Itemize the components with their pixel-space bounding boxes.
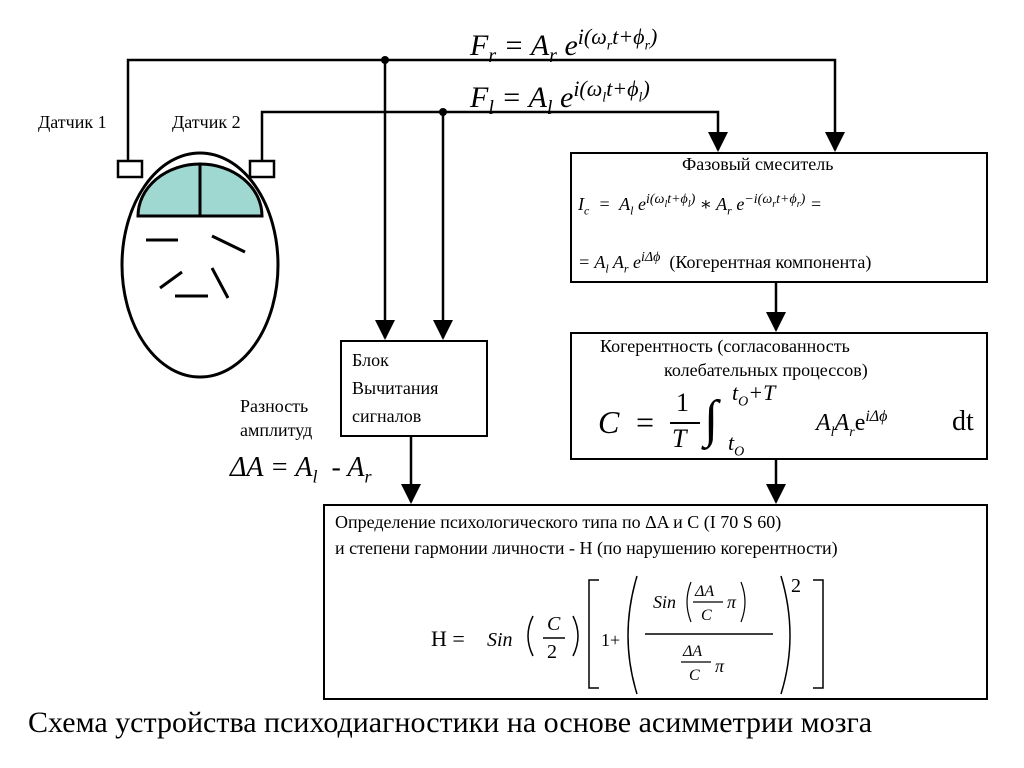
formula-fl: Fl = Al ei(ωlt+ϕl) (470, 76, 650, 119)
fl-exp: i(ω (573, 76, 603, 101)
nose-right (210, 267, 230, 299)
svg-text:π: π (715, 656, 725, 676)
sensor2-label: Датчик 2 (172, 112, 241, 132)
coherent-label: (Когерентная компонента) (669, 252, 872, 272)
svg-text:π: π (727, 592, 737, 612)
amp-diff-formula-text: ΔA = A (230, 452, 313, 483)
svg-text:C: C (701, 607, 712, 624)
subtract-line2: Вычитания (352, 378, 439, 398)
sensor1-pad (116, 159, 144, 179)
subtract-box: Блок Вычитания сигналов (340, 340, 488, 437)
svg-text:C: C (689, 667, 700, 684)
fr-rhs: = A (503, 29, 550, 62)
fl-exp2: t+ϕ (606, 76, 639, 101)
coherence-c: C (598, 404, 620, 440)
mixer-formula-line1: Ic = Al ei(ωlt+ϕl) ∗ Ar e−i(ωrt+ϕr) = (578, 192, 822, 218)
coherence-dt: dt (952, 406, 974, 437)
sensor1-label: Датчик 1 (38, 112, 107, 132)
amp-diff-formula: ΔA = Al - Ar (230, 452, 372, 487)
mixer-formula-line2: = Al Ar eiΔϕ (Когерентная компонента) (578, 250, 872, 276)
svg-text:ΔA: ΔA (694, 583, 714, 600)
fr-lhs: F (470, 29, 489, 62)
fr-sub: r (488, 45, 497, 67)
coherence-box: Когерентность (согласованность колебател… (570, 332, 988, 460)
fr-exp2: t+ϕ (612, 24, 645, 49)
result-line1: Определение психологического типа по ΔA … (335, 512, 782, 532)
svg-text:1+: 1+ (601, 630, 620, 650)
h-sin-inner: Sin (653, 592, 676, 612)
head-figure (116, 151, 280, 379)
wire-fr (126, 58, 845, 162)
amp-diff-line1: Разность (240, 396, 309, 416)
h-lhs: H = (431, 626, 465, 651)
fl-rhs: = A (501, 81, 547, 114)
subtract-line1: Блок (352, 350, 389, 370)
fr-exp: i(ω (577, 24, 607, 49)
subtract-line3: сигналов (352, 406, 422, 426)
harmony-formula: H = Sin C 2 1+ Sin ΔA C π ΔA C π 2 (431, 575, 824, 695)
coherence-line1: Когерентность (согласованность (600, 336, 850, 356)
result-line2: и степени гармонии личности - Н (по нару… (335, 538, 838, 558)
result-box: Определение психологического типа по ΔA … (323, 504, 988, 700)
svg-text:ΔA: ΔA (682, 643, 702, 660)
amp-diff-line2: амплитуд (240, 420, 313, 440)
h-sin-outer: Sin (487, 629, 513, 651)
svg-text:2: 2 (547, 641, 557, 663)
phase-mixer-box: Фазовый смеситель Ic = Al ei(ωlt+ϕl) ∗ A… (570, 152, 988, 283)
svg-text:C: C (547, 613, 561, 635)
caption: Схема устройства психодиагностики на осн… (28, 706, 873, 739)
svg-text:2: 2 (791, 575, 801, 597)
wire-fl (260, 110, 728, 162)
right-eyebrow (211, 234, 246, 254)
nose-left (159, 270, 183, 290)
fl-lhs: F (470, 81, 489, 114)
mixer-title: Фазовый смеситель (682, 154, 834, 174)
sensor2-pad (248, 159, 276, 179)
fl-sub: l (488, 97, 494, 119)
coherence-line2: колебательных процессов) (664, 360, 868, 380)
formula-fr: Fr = Ar ei(ωrt+ϕr) (470, 24, 658, 67)
